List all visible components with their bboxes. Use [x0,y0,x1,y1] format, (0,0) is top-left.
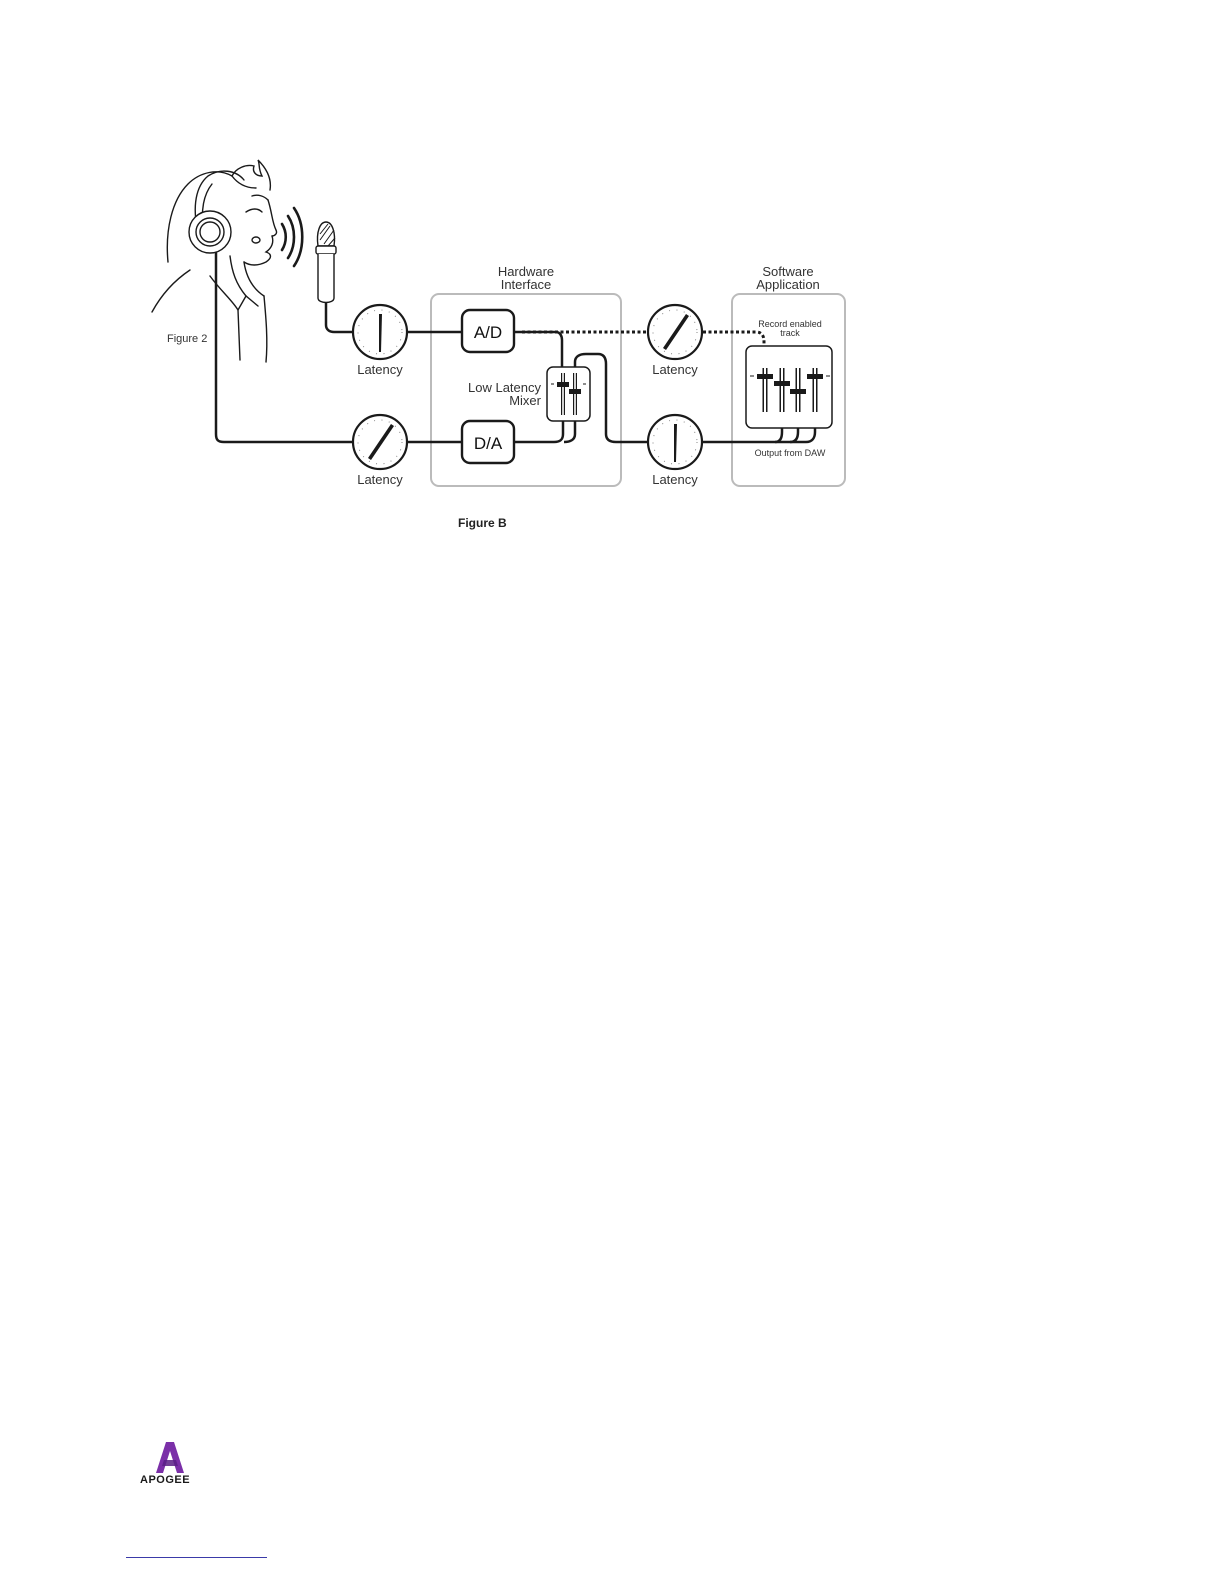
latency-gauge-mic-in: Latency [353,305,407,377]
mixer-label-line2: Mixer [509,393,541,408]
record-enabled-label-line2: track [780,328,800,338]
figure-2-caption: Figure 2 [167,333,207,345]
latency-gauge-to-daw: Latency [648,305,702,377]
da-converter: D/A [462,421,514,463]
software-title-line2: Application [756,277,820,292]
ad-converter: A/D [462,310,514,352]
latency-signal-flow-diagram: Latency Latency Latency Latency A/D D/A [0,0,1224,600]
output-from-daw-label: Output from DAW [755,448,826,458]
latency-gauge-from-daw: Latency [648,415,702,487]
record-path-dashed [522,332,764,368]
daw-mixer: Record enabled track Output from DAW [746,319,832,458]
microphone-icon [316,222,336,303]
latency-label: Latency [652,472,698,487]
singer-illustration [152,160,302,362]
ad-label: A/D [474,323,502,342]
hardware-title-line2: Interface [501,277,552,292]
latency-label: Latency [357,362,403,377]
da-label: D/A [474,434,503,453]
latency-label: Latency [652,362,698,377]
footer-rule [126,1557,267,1558]
latency-label: Latency [357,472,403,487]
brand-name: APOGEE [140,1474,190,1486]
low-latency-mixer: Low Latency Mixer [468,367,590,421]
latency-gauge-headphones: Latency [353,415,407,487]
figure-b-caption: Figure B [458,516,507,530]
